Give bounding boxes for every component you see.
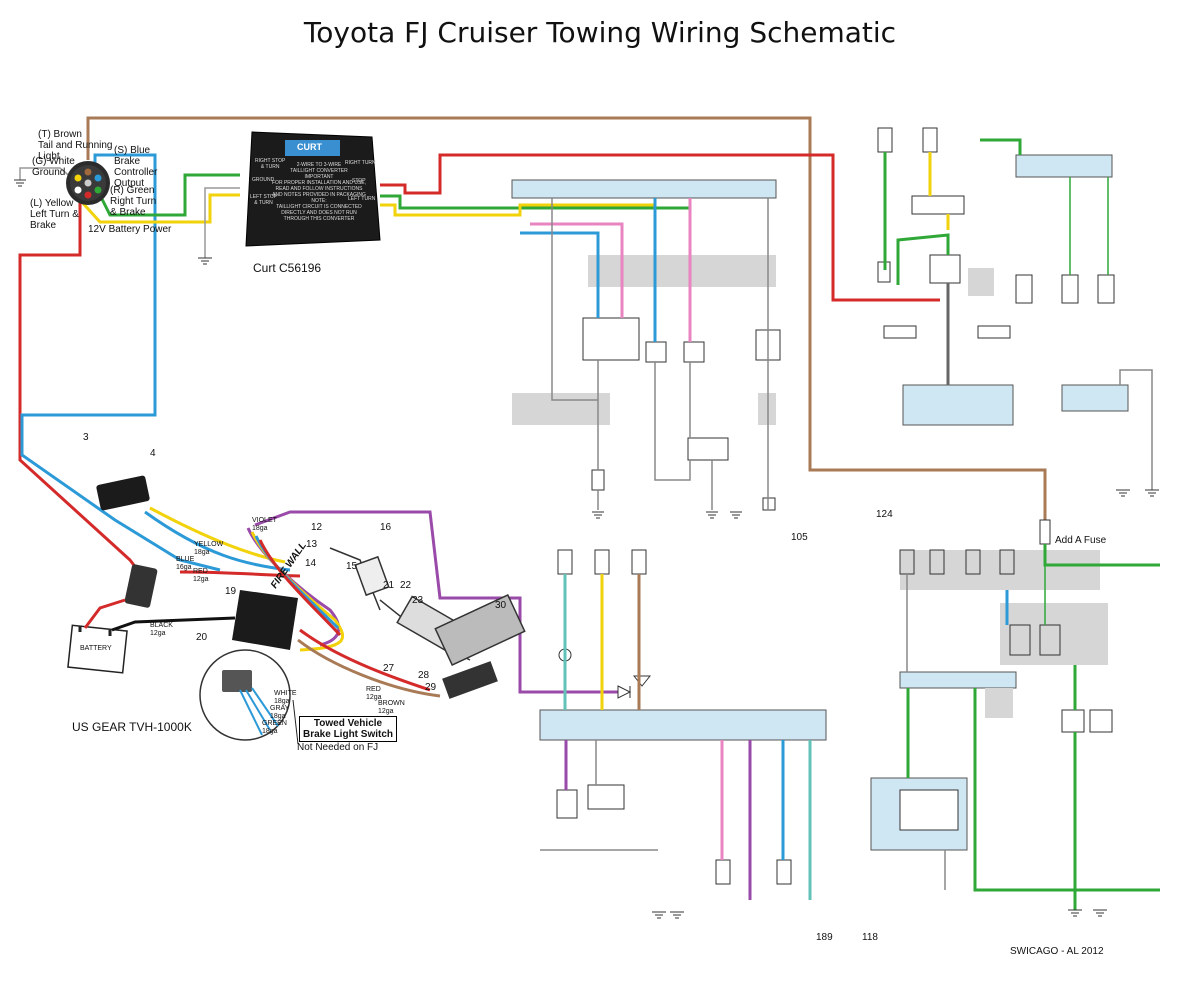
pin-label-green: (R) Green Right Turn & Brake xyxy=(110,185,157,218)
inset-connector xyxy=(199,649,291,741)
ground-symbols xyxy=(14,179,212,265)
tag-yellow: YELLOW 18ga xyxy=(194,541,224,556)
pedal-assembly xyxy=(329,547,526,699)
turn-signal-schematic xyxy=(511,179,781,511)
pin-label-white: (G) White Ground xyxy=(32,156,75,178)
curt-right-label-3: LEFT TURN xyxy=(348,196,376,202)
callout-16: 16 xyxy=(380,522,392,533)
right-grounds xyxy=(1116,489,1159,497)
callout-29: 29 xyxy=(425,682,437,693)
callout-3: 3 xyxy=(83,432,89,443)
tag-brown: BROWN 12ga xyxy=(378,700,405,715)
curt-right-label-2: STOP xyxy=(352,178,366,184)
brown-tail-wire xyxy=(86,116,1047,520)
green-right-turn-wire xyxy=(93,173,240,217)
battery-shape xyxy=(67,624,128,674)
green-output-wire xyxy=(380,194,690,210)
not-needed-note: Not Needed on FJ xyxy=(297,742,379,753)
battery-power-label: 12V Battery Power xyxy=(88,224,172,235)
page-number-118: 118 xyxy=(862,932,878,943)
page-number-124: 124 xyxy=(876,509,893,520)
wire-harness xyxy=(144,506,441,698)
callout-22: 22 xyxy=(400,580,412,591)
callout-28: 28 xyxy=(418,670,430,681)
red-battery-wire xyxy=(18,195,147,581)
tag-red: RED 12ga xyxy=(193,568,209,583)
callout-23: 23 xyxy=(412,595,424,606)
curt-body-text: 2-WIRE TO 3-WIRE TAILLIGHT CONVERTER IMP… xyxy=(272,162,366,222)
pin-label-blue: (S) Blue Brake Controller Output xyxy=(114,145,158,189)
callout-20: 20 xyxy=(196,632,208,643)
white-ground-wire xyxy=(19,167,73,180)
tail-grounds xyxy=(1068,909,1107,917)
seven-pin-connector xyxy=(66,161,110,205)
callout-30: 30 xyxy=(495,600,507,611)
callout-12: 12 xyxy=(311,522,323,533)
brake-controller-model: US GEAR TVH-1000K xyxy=(72,720,192,734)
credit-label: SWICAGO - AL 2012 xyxy=(1010,946,1104,957)
yellow-output-wire xyxy=(380,203,655,217)
tag-black: BLACK 12ga xyxy=(150,622,173,637)
converter-ground-wire xyxy=(204,187,240,258)
callout-19: 19 xyxy=(225,586,237,597)
red-stop-wire xyxy=(380,153,940,302)
callout-14: 14 xyxy=(305,558,317,569)
converter-model-label: Curt C56196 xyxy=(253,261,322,275)
violet-brake-switch-wire xyxy=(254,510,618,694)
blue-brake-wire xyxy=(20,153,221,572)
curt-logo: CURT xyxy=(297,142,322,152)
curt-converter-box xyxy=(245,131,381,247)
ecu-schematic xyxy=(539,549,827,885)
callout-15: 15 xyxy=(346,561,358,572)
ecu-grounds xyxy=(652,911,684,919)
battery-label: BATTERY xyxy=(80,645,112,652)
callout-4: 4 xyxy=(150,448,156,459)
ecu-wires xyxy=(540,574,812,900)
page-number-105: 105 xyxy=(791,532,808,543)
page-title: Toyota FJ Cruiser Towing Wiring Schemati… xyxy=(303,16,897,49)
stop-lamp-schematic xyxy=(877,127,1129,426)
tag-blue: BLUE 16ga xyxy=(176,556,195,571)
towed-vehicle-switch-box: Towed Vehicle Brake Light Switch xyxy=(299,716,398,742)
tag-white: WHITE 18ga xyxy=(274,690,297,705)
tag-gray: GRAY 18ga xyxy=(270,705,290,720)
pin-label-brown: (T) Brown Tail and Running Light xyxy=(38,129,113,162)
brake-controller-unit xyxy=(96,475,298,650)
turn-signal-wires xyxy=(520,198,769,510)
curt-left-label-2: GROUND xyxy=(252,177,275,183)
tag-green: GREEN 18ga xyxy=(262,720,287,735)
callout-21: 21 xyxy=(383,580,395,591)
curt-left-label-3: LEFT STOP & TURN xyxy=(250,194,278,206)
add-fuse-note: Add A Fuse xyxy=(1055,535,1107,546)
tag-red-2: RED 12ga xyxy=(366,686,382,701)
callout-27: 27 xyxy=(383,663,395,674)
curt-right-label-1: RIGHT TURN xyxy=(345,160,376,166)
pin-label-yellow: (L) Yellow Left Turn & Brake xyxy=(30,198,79,231)
callout-13: 13 xyxy=(306,539,318,550)
stop-lamp-wires xyxy=(883,138,1153,490)
tail-wires xyxy=(906,544,1160,910)
curt-left-label-1: RIGHT STOP & TURN xyxy=(255,158,286,170)
mid-grounds xyxy=(592,511,742,519)
yellow-left-turn-wire xyxy=(78,193,240,224)
tail-schematic xyxy=(870,519,1113,851)
circuit-breaker-shape xyxy=(124,564,158,608)
tag-violet: VIOLET 18ga xyxy=(252,517,277,532)
page-number-189: 189 xyxy=(816,932,833,943)
